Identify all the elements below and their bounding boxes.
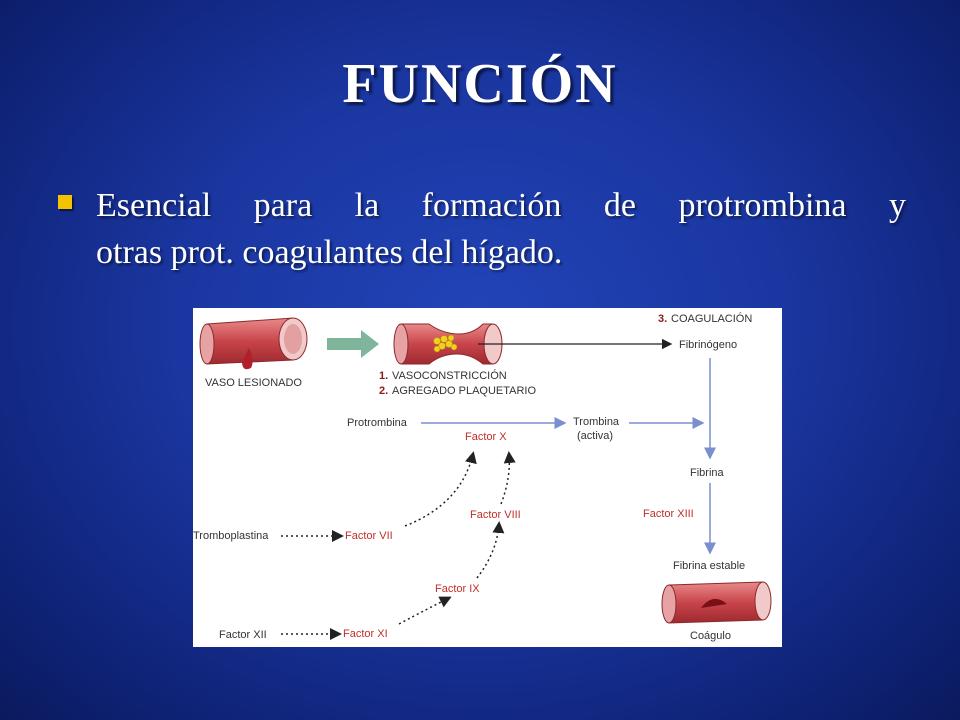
factor-viii-label: Factor VIII	[470, 509, 521, 521]
factor-x-label: Factor X	[465, 431, 507, 443]
step3-number: 3.	[658, 313, 667, 325]
factor-ix-arrow	[476, 521, 505, 579]
bullet-line-2: otras prot. coagulantes del hígado.	[96, 234, 563, 271]
factor-xi-label: Factor XI	[343, 628, 388, 640]
factor-vii-arrow	[404, 451, 477, 527]
bullet-square-icon	[58, 195, 72, 209]
factor-xii-label: Factor XII	[219, 629, 267, 641]
slide-title: FUNCIÓN	[342, 53, 618, 115]
trombina-label: Trombina	[573, 416, 620, 428]
factor-xi-arrow	[398, 596, 452, 625]
clot-vessel-icon	[661, 581, 772, 624]
fibrina-estable-label: Fibrina estable	[673, 560, 745, 572]
factor-vii-label: Factor VII	[345, 530, 393, 542]
step2-label: AGREGADO PLAQUETARIO	[392, 385, 536, 397]
trombina-activa-label: (activa)	[577, 430, 613, 442]
factor-viii-arrow	[500, 451, 516, 505]
step1-number: 1.	[379, 370, 388, 382]
coagulo-label: Coágulo	[690, 630, 731, 642]
protrombina-label: Protrombina	[347, 417, 408, 429]
green-arrow-icon	[327, 330, 379, 358]
step3-label: COAGULACIÓN	[671, 312, 752, 325]
coagulation-diagram: VASO LESIONADO 1. VASOCONSTRICCIÓN 2. AG…	[193, 308, 782, 647]
coagulation-diagram-svg: VASO LESIONADO 1. VASOCONSTRICCIÓN 2. AG…	[193, 312, 772, 642]
step1-label: VASOCONSTRICCIÓN	[392, 369, 507, 382]
injured-vessel-icon	[199, 317, 308, 370]
fibrina-label: Fibrina	[690, 467, 725, 479]
vaso-lesionado-label: VASO LESIONADO	[205, 377, 302, 389]
bullet-text: Esencial para la formación de protrombin…	[96, 182, 906, 276]
step2-number: 2.	[379, 385, 388, 397]
bullet-line-1: Esencial para la formación de protrombin…	[96, 187, 906, 224]
fibrinogeno-label: Fibrinógeno	[679, 339, 737, 351]
factor-xiii-label: Factor XIII	[643, 508, 694, 520]
tromboplastina-label: Tromboplastina	[193, 530, 269, 542]
factor-ix-label: Factor IX	[435, 583, 480, 595]
